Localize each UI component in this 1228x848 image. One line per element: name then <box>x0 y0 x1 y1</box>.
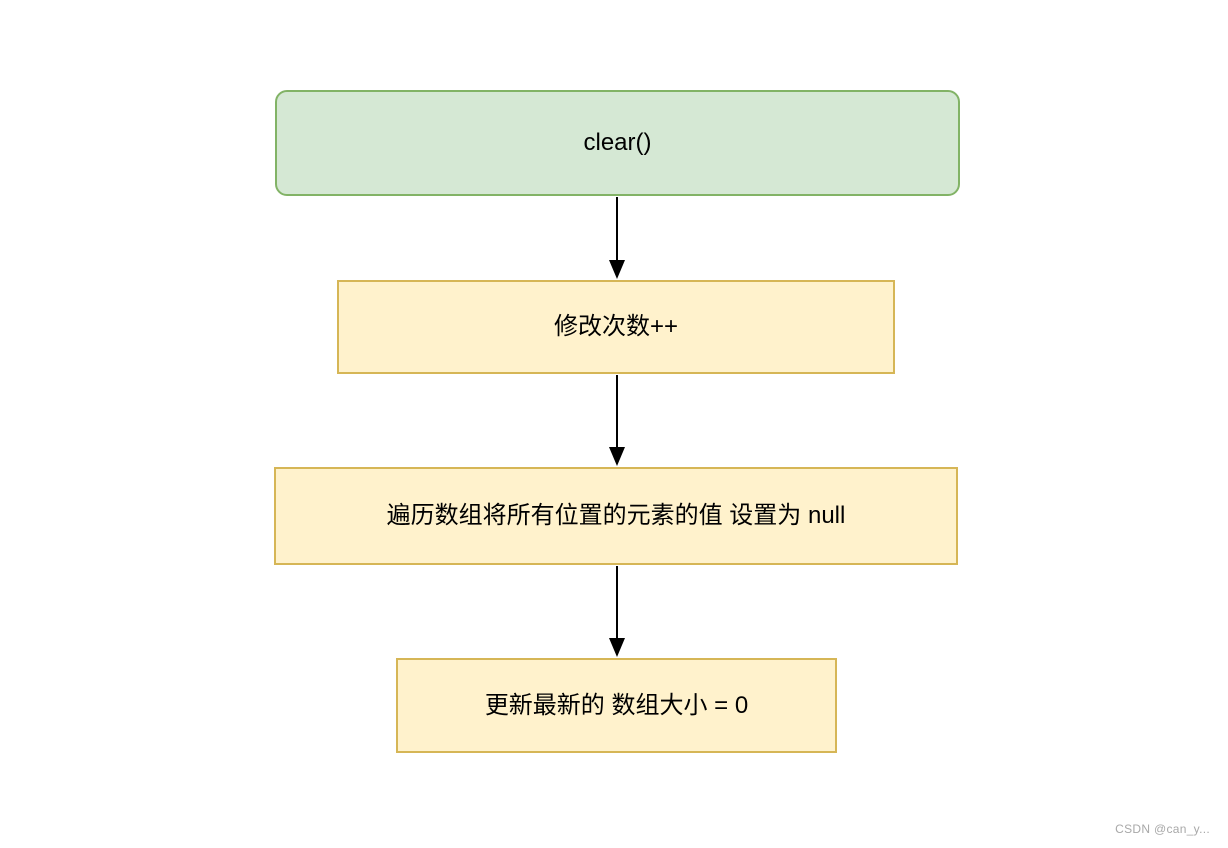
flowchart-node-clear: clear() <box>275 90 960 196</box>
flowchart-node-update-size: 更新最新的 数组大小 = 0 <box>396 658 837 753</box>
node-label-clear: clear() <box>583 129 652 157</box>
flowchart-node-modify-count: 修改次数++ <box>337 280 895 374</box>
node-label-set-null: 遍历数组将所有位置的元素的值 设置为 null <box>386 502 846 530</box>
arrow-step2-to-step3 <box>609 566 625 657</box>
node-label-modify-count: 修改次数++ <box>553 313 679 341</box>
arrow-step1-to-step2 <box>609 375 625 466</box>
csdn-watermark: CSDN @can_y... <box>1115 822 1210 836</box>
arrow-clear-to-step1 <box>609 197 625 279</box>
flowchart-node-set-null: 遍历数组将所有位置的元素的值 设置为 null <box>274 467 958 565</box>
node-label-update-size: 更新最新的 数组大小 = 0 <box>484 691 749 719</box>
